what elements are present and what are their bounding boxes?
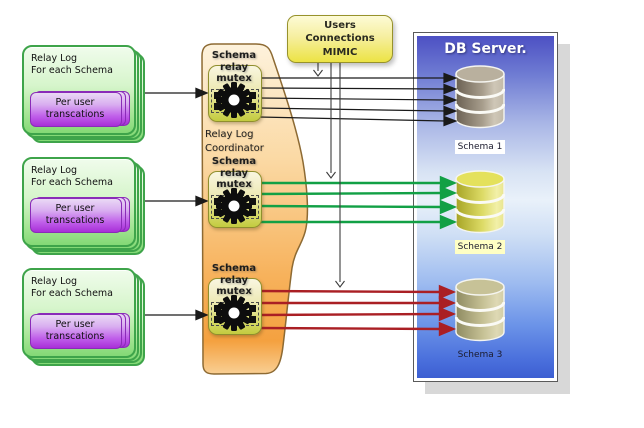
relay-log-stack-3: Relay Log For each Schema Per user trans… [22,268,145,366]
gear-icon [216,82,252,118]
gear-icon [216,295,252,331]
schema-relay-mutex-3: Schema relay mutex [204,263,264,355]
mimic-down-arrows [313,61,345,288]
db-server-title: DB Server. [444,41,527,57]
arrow-down-icon [326,171,336,179]
per-user-transactions-text: Per user transcations [45,96,105,120]
relay-log-title: Relay Log For each Schema [31,53,113,78]
schema3-arrows [258,284,457,337]
relay-log-box: Relay Log For each Schema Per user trans… [22,157,136,247]
relay-log-stack-1: Relay Log For each Schema Per user trans… [22,45,145,143]
relay-log-title: Relay Log For each Schema [31,165,113,189]
schema2-arrows [258,175,458,230]
relay-log-coordinator-label: Relay Log Coordinator [205,129,264,154]
per-user-transactions-box [30,198,122,233]
schema1-arrows [258,72,458,127]
mimic-line2: MIMIC [322,46,358,58]
per-user-transactions-text: Per user transcations [45,318,105,342]
mutex-label: Schema relay mutex [211,50,257,84]
arrow-down-icon [335,280,345,288]
relaylog-to-mutex-arrows [145,87,209,321]
relay-log-title-line1: Relay Log [31,53,78,64]
per-user-transactions-stack: Per user transcations [30,91,132,128]
schema2-label: Schema 2 [455,240,505,254]
schema1-label: Schema 1 [455,140,505,154]
schema3-label: Schema 3 [457,350,503,360]
per-user-transactions-text: Per user transcations [45,202,105,226]
per-user-transactions-stack: Per user transcations [30,197,132,234]
database-cylinder-icon [455,278,505,342]
gear-icon [216,188,252,224]
per-user-transactions-stack: Per user transcations [30,313,132,350]
per-user-transactions-box [30,314,122,349]
mutex-label: Schema relay mutex [211,156,257,190]
relay-log-title: Relay Log For each Schema [31,276,113,300]
mutex-label: Schema relay mutex [211,263,257,297]
database-cylinder-icon [455,170,505,234]
schema-relay-mutex-1: Schema relay mutex [204,50,264,142]
relay-log-box: Relay Log For each Schema Per user trans… [22,268,136,358]
arrow-down-icon [313,69,323,77]
schema-relay-mutex-2: Schema relay mutex [204,156,264,248]
relay-log-box: Relay Log For each Schema Per user trans… [22,45,136,135]
users-connections-mimic-box: Users Connections MIMIC [287,15,393,63]
database-cylinder-icon [455,65,505,129]
mimic-line1: Users Connections [305,19,375,45]
relay-log-title-line2: For each Schema [31,65,113,77]
per-user-transactions-box [30,92,122,127]
relay-log-stack-2: Relay Log For each Schema Per user trans… [22,157,145,255]
